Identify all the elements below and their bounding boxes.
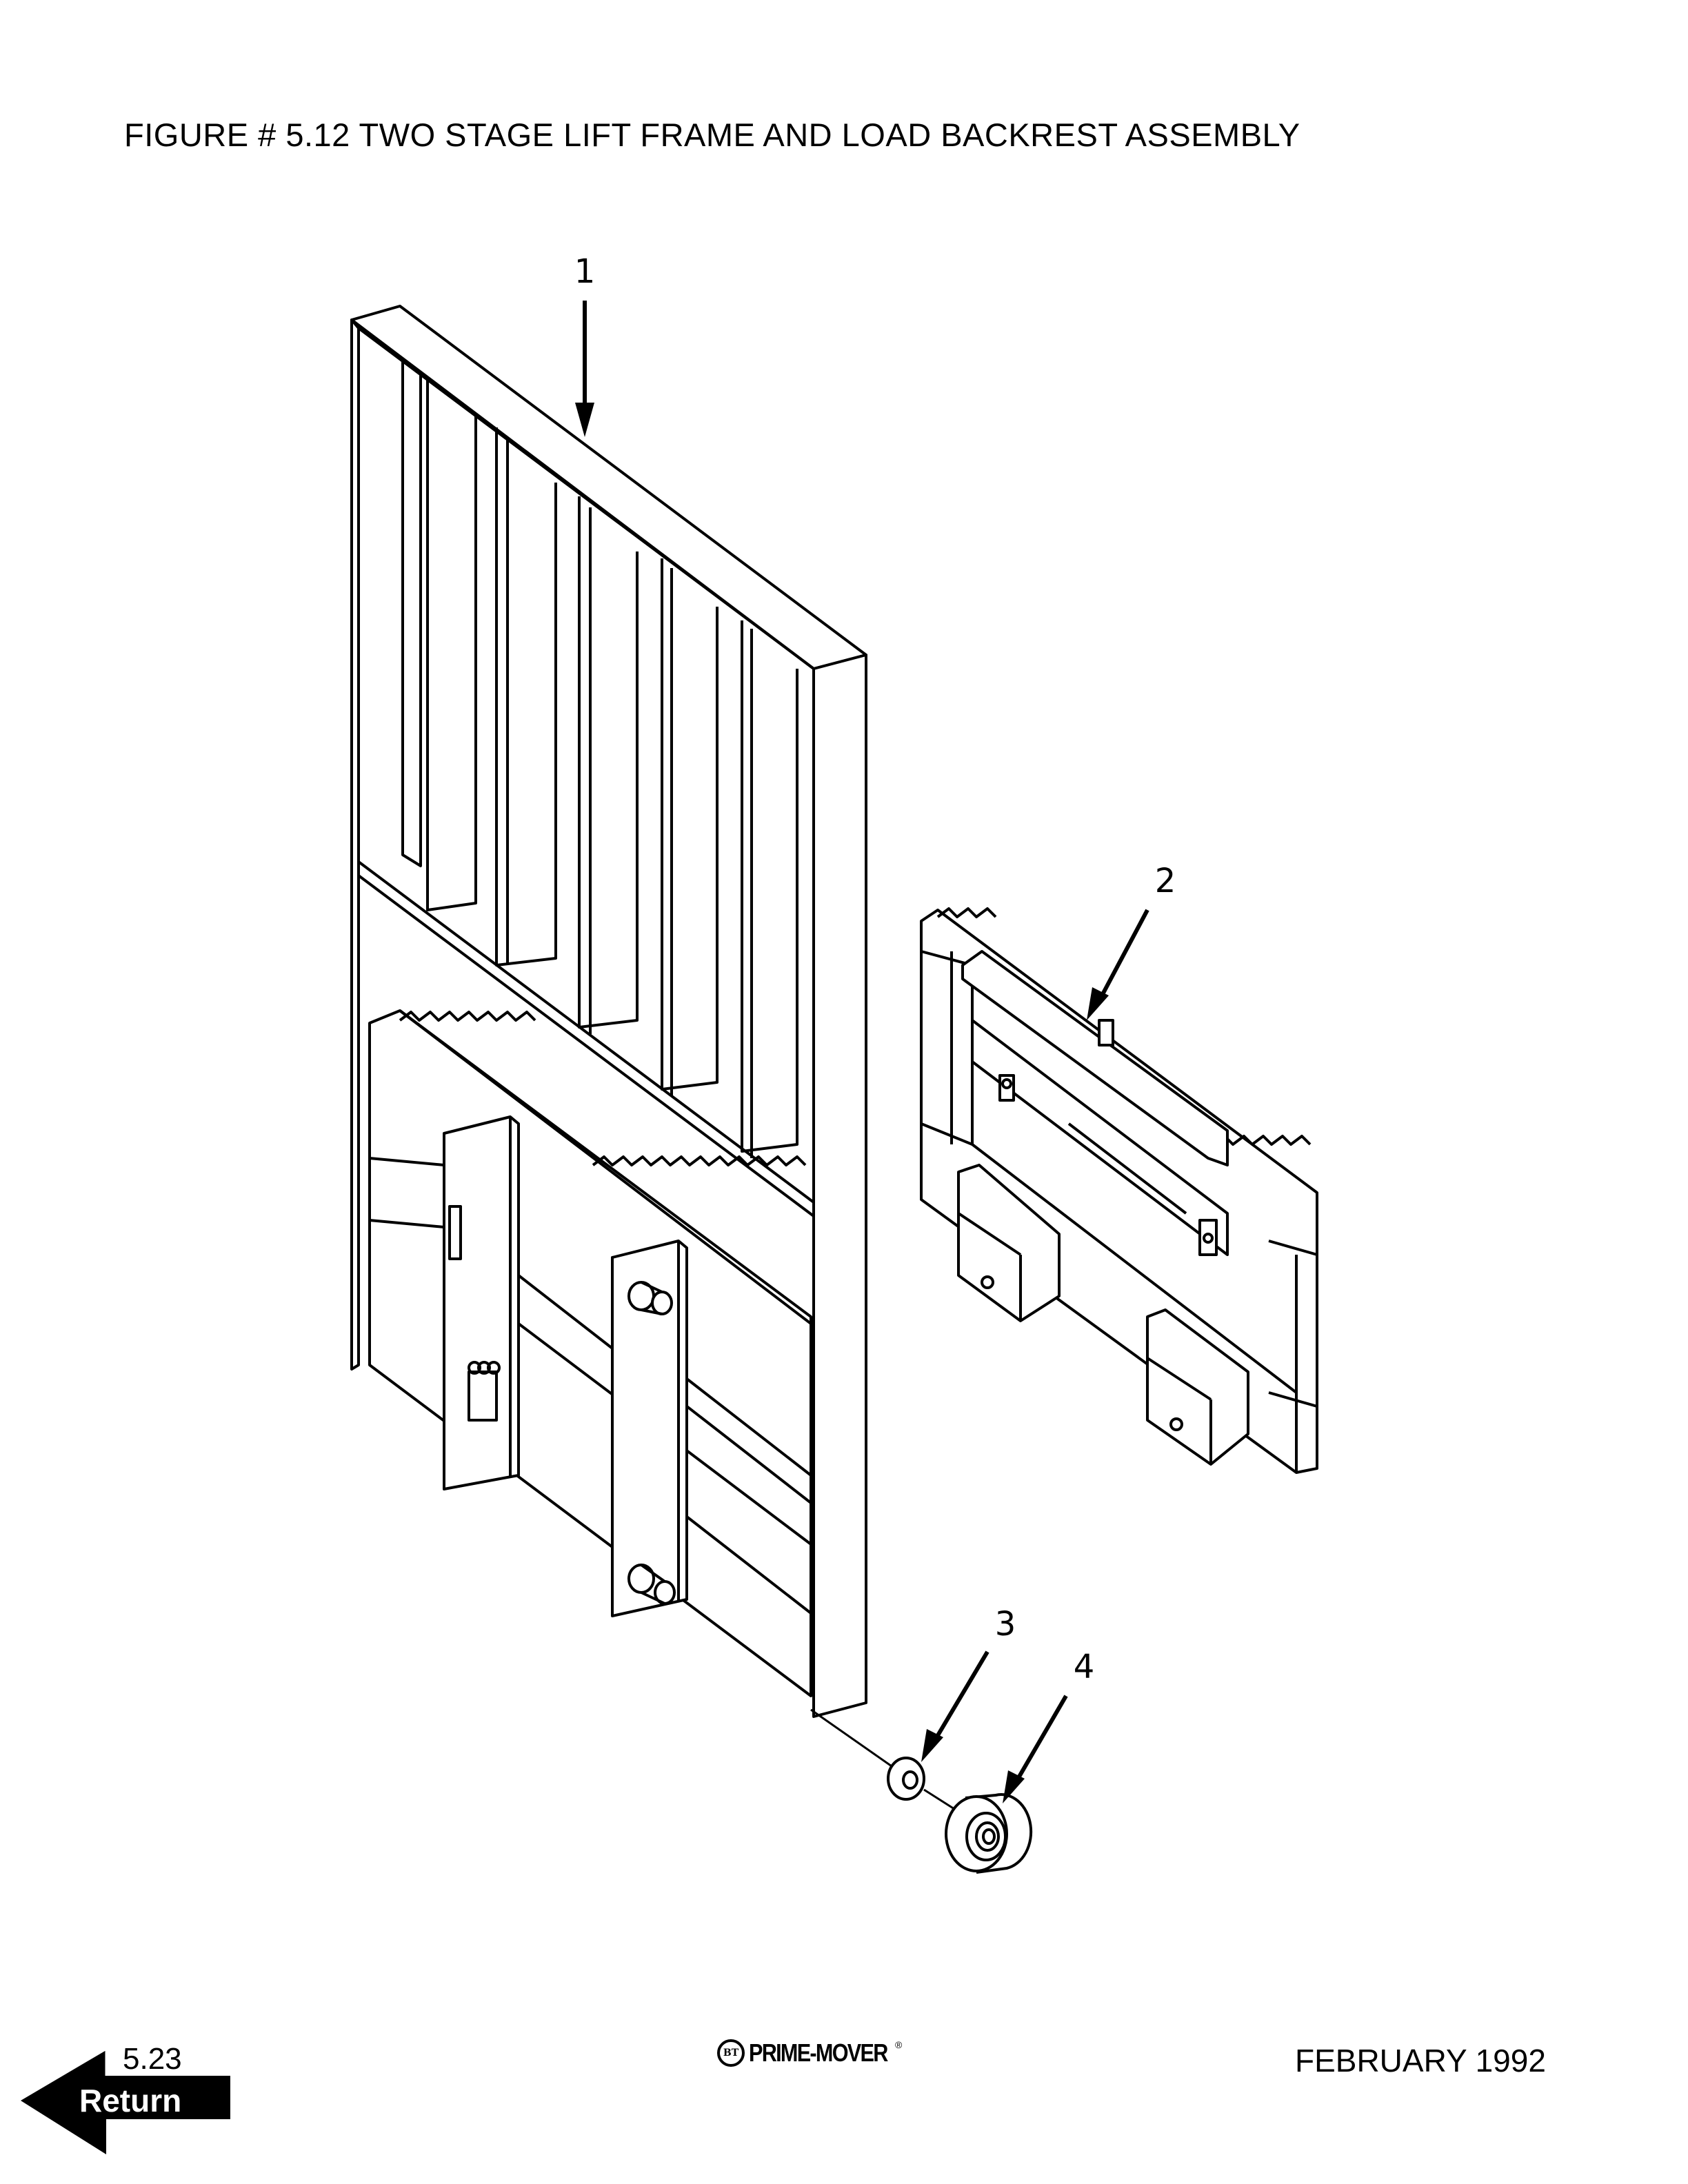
svg-text:2: 2 (1155, 862, 1176, 900)
stud-lower (627, 1564, 676, 1605)
backrest-slats (401, 361, 798, 1158)
callout-1: 1 (574, 252, 596, 437)
callout-2: 2 (1087, 862, 1176, 1020)
return-arrow-icon (21, 2051, 230, 2154)
figure-title: FIGURE # 5.12 TWO STAGE LIFT FRAME AND L… (124, 117, 1300, 153)
callout-4: 4 (1003, 1648, 1094, 1803)
prime-mover-logo: BT PRIME-MOVER ® (717, 2034, 923, 2072)
svg-text:1: 1 (574, 252, 596, 291)
bearing-part-4 (945, 1793, 1033, 1874)
roller-block-lower (1146, 1308, 1249, 1466)
svg-text:3: 3 (995, 1605, 1016, 1644)
logo-text: PRIME-MOVER (749, 2039, 888, 2067)
stud-upper (627, 1281, 673, 1315)
switch-component (468, 1361, 501, 1422)
registered-mark: ® (895, 2039, 903, 2050)
load-backrest-part-1 (350, 305, 867, 1718)
lift-frame-part-2 (920, 907, 1318, 1474)
callout-3: 3 (921, 1605, 1016, 1762)
bt-badge-icon: BT (717, 2039, 745, 2067)
roller-block-upper (957, 1164, 1061, 1322)
return-button[interactable] (21, 2051, 234, 2154)
svg-text:4: 4 (1074, 1648, 1095, 1686)
page-number: 5.23 (123, 2042, 182, 2076)
revision-date: FEBRUARY 1992 (1295, 2043, 1546, 2079)
washer-part-3 (887, 1757, 925, 1801)
return-label[interactable]: Return (79, 2083, 182, 2119)
